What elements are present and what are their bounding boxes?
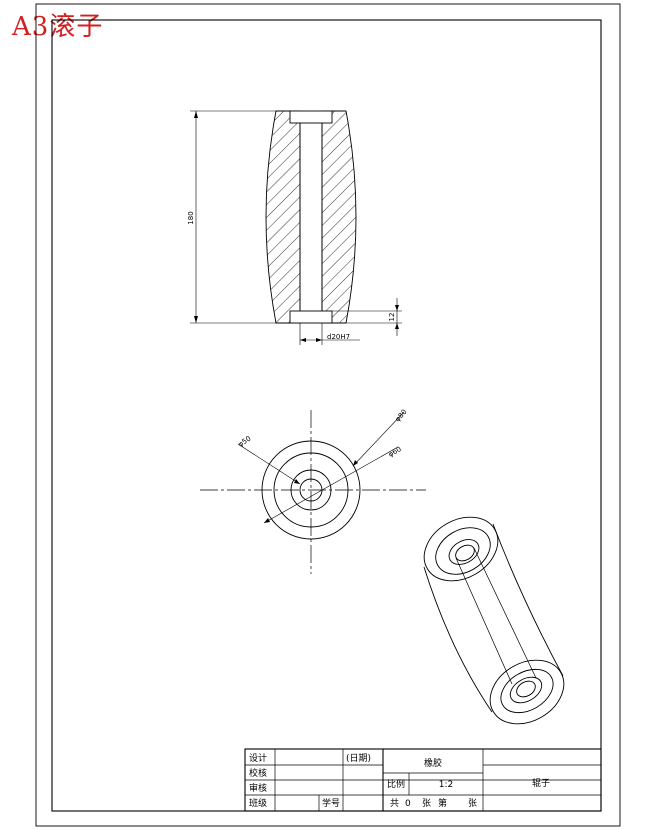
groove-depth-dimension: 12 [388,313,396,322]
page-title: A3滚子 [12,12,104,42]
scale-label: 比例 [387,778,405,790]
diameter-60-label: φ60 [387,445,403,459]
left-wall-section [265,110,301,324]
sheet-no-label: 第 [438,797,447,809]
designer-label: 设计 [249,752,267,764]
right-wall-section [321,110,357,324]
end-view: φ50 φ80 φ60 [200,408,426,574]
class-label: 班级 [249,797,267,809]
sheet-unit: 张 [422,798,431,809]
bore-dimension: d20H7 [327,333,350,341]
student-id-label: 学号 [322,797,340,809]
part-name: 辊子 [532,777,550,789]
outer-border [35,3,621,827]
date-label: (日期) [346,753,371,764]
scale-value: 1:2 [439,780,453,790]
sheet-total-label: 共 [390,798,399,809]
diameter-50-label: φ50 [237,435,253,449]
title-block: 设计 校核 审核 班级 (日期) 学号 橡胶 比例 1:2 辊子 共 0 张 第… [244,748,602,812]
reviewer-label: 审核 [249,782,267,794]
material-value: 橡胶 [424,757,442,769]
section-view: 180 12 d20H7 [187,110,402,345]
sheet-total-value: 0 [405,799,411,809]
isometric-view [423,516,565,725]
length-dimension: 180 [187,211,195,224]
checker-label: 校核 [249,767,267,779]
sheet-no-unit: 张 [468,798,477,809]
diameter-80-label: φ80 [394,408,409,423]
